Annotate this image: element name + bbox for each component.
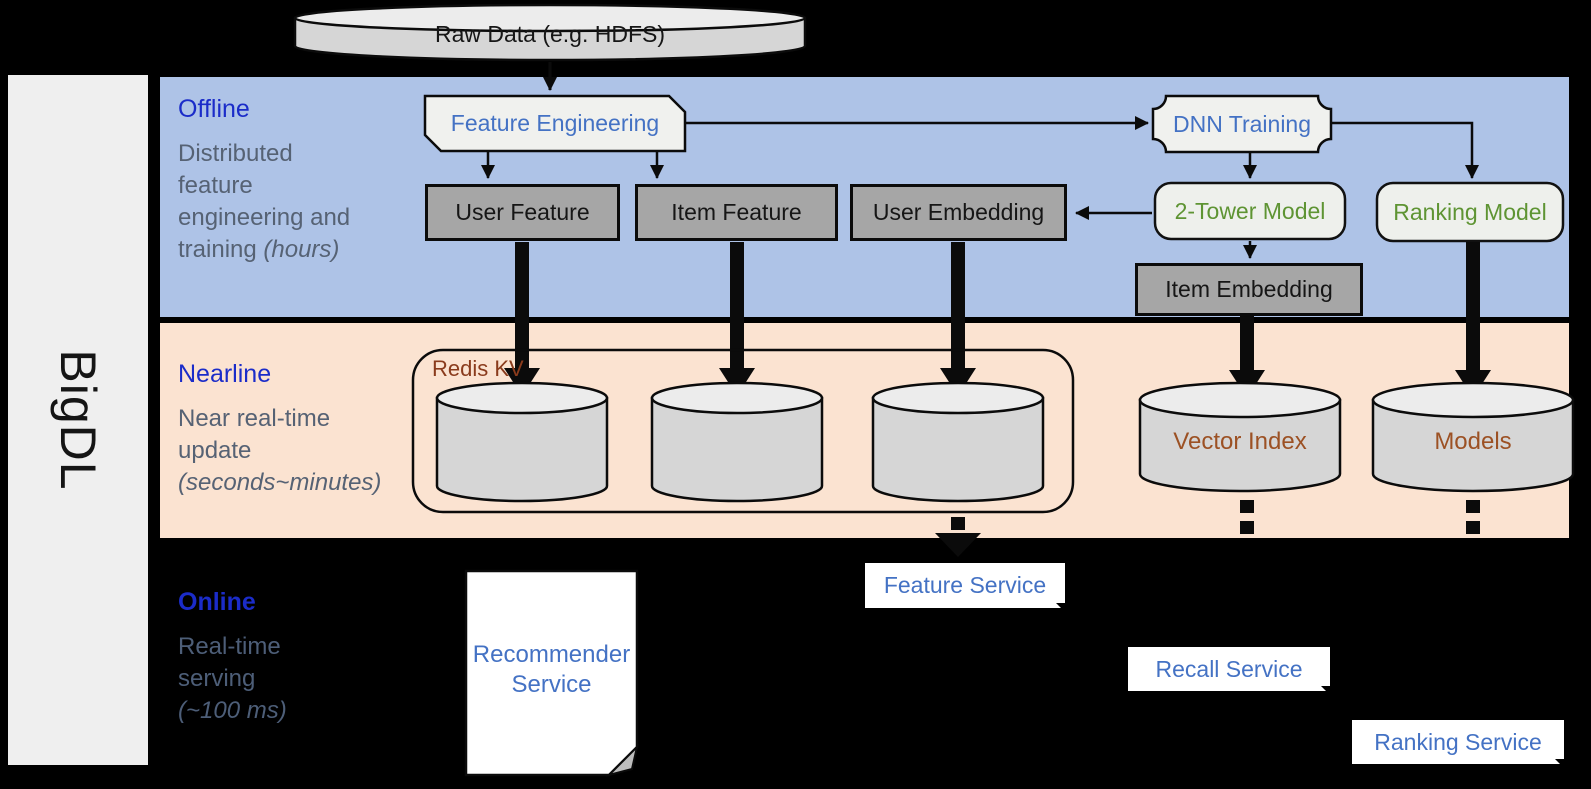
thick-arrow-item-feature-to-redis bbox=[719, 242, 755, 396]
recall-service-card: Recall Service bbox=[1128, 647, 1332, 697]
online-caption-line: serving bbox=[178, 665, 256, 692]
thick-arrow-ranking-model-to-models bbox=[1455, 242, 1491, 398]
item-embedding-box: Item Embedding bbox=[1135, 263, 1363, 316]
redis-kv-label: Redis KV bbox=[432, 356, 524, 381]
nearline-lane-caption: Nearline Near real-time update (seconds~… bbox=[178, 360, 413, 499]
user-feature-box: User Feature bbox=[425, 184, 620, 241]
models-label: Models bbox=[1434, 428, 1512, 455]
redis-kv-container bbox=[411, 348, 1075, 514]
user-embedding-box: User Embedding bbox=[850, 184, 1067, 241]
arrow-dnn-to-ranking-model bbox=[1332, 121, 1479, 179]
raw-data-label: Raw Data (e.g. HDFS) bbox=[434, 20, 666, 47]
two-tower-model-label: 2-Tower Model bbox=[1174, 197, 1326, 224]
recommender-service-document bbox=[464, 569, 639, 777]
two-tower-model-shape bbox=[1153, 181, 1347, 241]
ranking-model-label: Ranking Model bbox=[1393, 198, 1547, 225]
feature-engineering-shape bbox=[423, 94, 687, 153]
dnn-training-shape bbox=[1151, 94, 1333, 154]
dashed-line-models-to-ranking-service bbox=[1466, 500, 1480, 534]
online-caption-line: Real-time bbox=[178, 633, 281, 660]
dnn-training-label: DNN Training bbox=[1172, 110, 1312, 137]
offline-caption-line: training (hours) bbox=[178, 236, 340, 263]
nearline-caption-line: Near real-time bbox=[178, 405, 331, 432]
recommender-service-label: Recommender Service bbox=[466, 628, 637, 712]
offline-lane-caption: Offline Distributed feature engineering … bbox=[178, 95, 413, 266]
redis-cylinder-3 bbox=[871, 381, 1045, 503]
item-feature-box: Item Feature bbox=[635, 184, 838, 241]
offline-caption-line: engineering and bbox=[178, 204, 351, 231]
recommender-service-line2: Service bbox=[511, 671, 592, 698]
feature-engineering-label: Feature Engineering bbox=[450, 110, 660, 136]
ranking-service-card: Ranking Service bbox=[1352, 720, 1566, 770]
redis-cylinder-1 bbox=[435, 381, 609, 503]
ranking-model-shape bbox=[1375, 181, 1565, 243]
online-lane-title: Online bbox=[178, 588, 256, 616]
offline-lane-title: Offline bbox=[178, 95, 250, 123]
thick-arrow-user-embedding-to-redis bbox=[940, 242, 976, 396]
nearline-caption-line: update bbox=[178, 437, 252, 464]
redis-cylinder-2 bbox=[650, 381, 824, 503]
dashed-arrow-redis-to-feature-service bbox=[935, 517, 981, 557]
offline-caption-line: Distributed bbox=[178, 140, 293, 167]
vector-index-cylinder bbox=[1138, 381, 1342, 493]
online-lane-caption: Online Real-time serving (~100 ms) bbox=[178, 588, 413, 727]
online-caption-line: (~100 ms) bbox=[178, 697, 287, 724]
vector-index-label: Vector Index bbox=[1173, 428, 1307, 455]
nearline-caption-line: (seconds~minutes) bbox=[178, 469, 382, 496]
dashed-line-vector-index-to-recall-service bbox=[1240, 500, 1254, 534]
nearline-lane-title: Nearline bbox=[178, 360, 272, 388]
feature-service-card: Feature Service bbox=[865, 563, 1067, 614]
bigdl-brand-bar: BigDL bbox=[8, 75, 148, 765]
offline-caption-line: feature bbox=[178, 172, 253, 199]
recommender-service-line1: Recommender bbox=[472, 641, 631, 668]
models-cylinder bbox=[1371, 381, 1575, 493]
raw-data-cylinder bbox=[293, 3, 807, 62]
online-band bbox=[160, 544, 1569, 789]
